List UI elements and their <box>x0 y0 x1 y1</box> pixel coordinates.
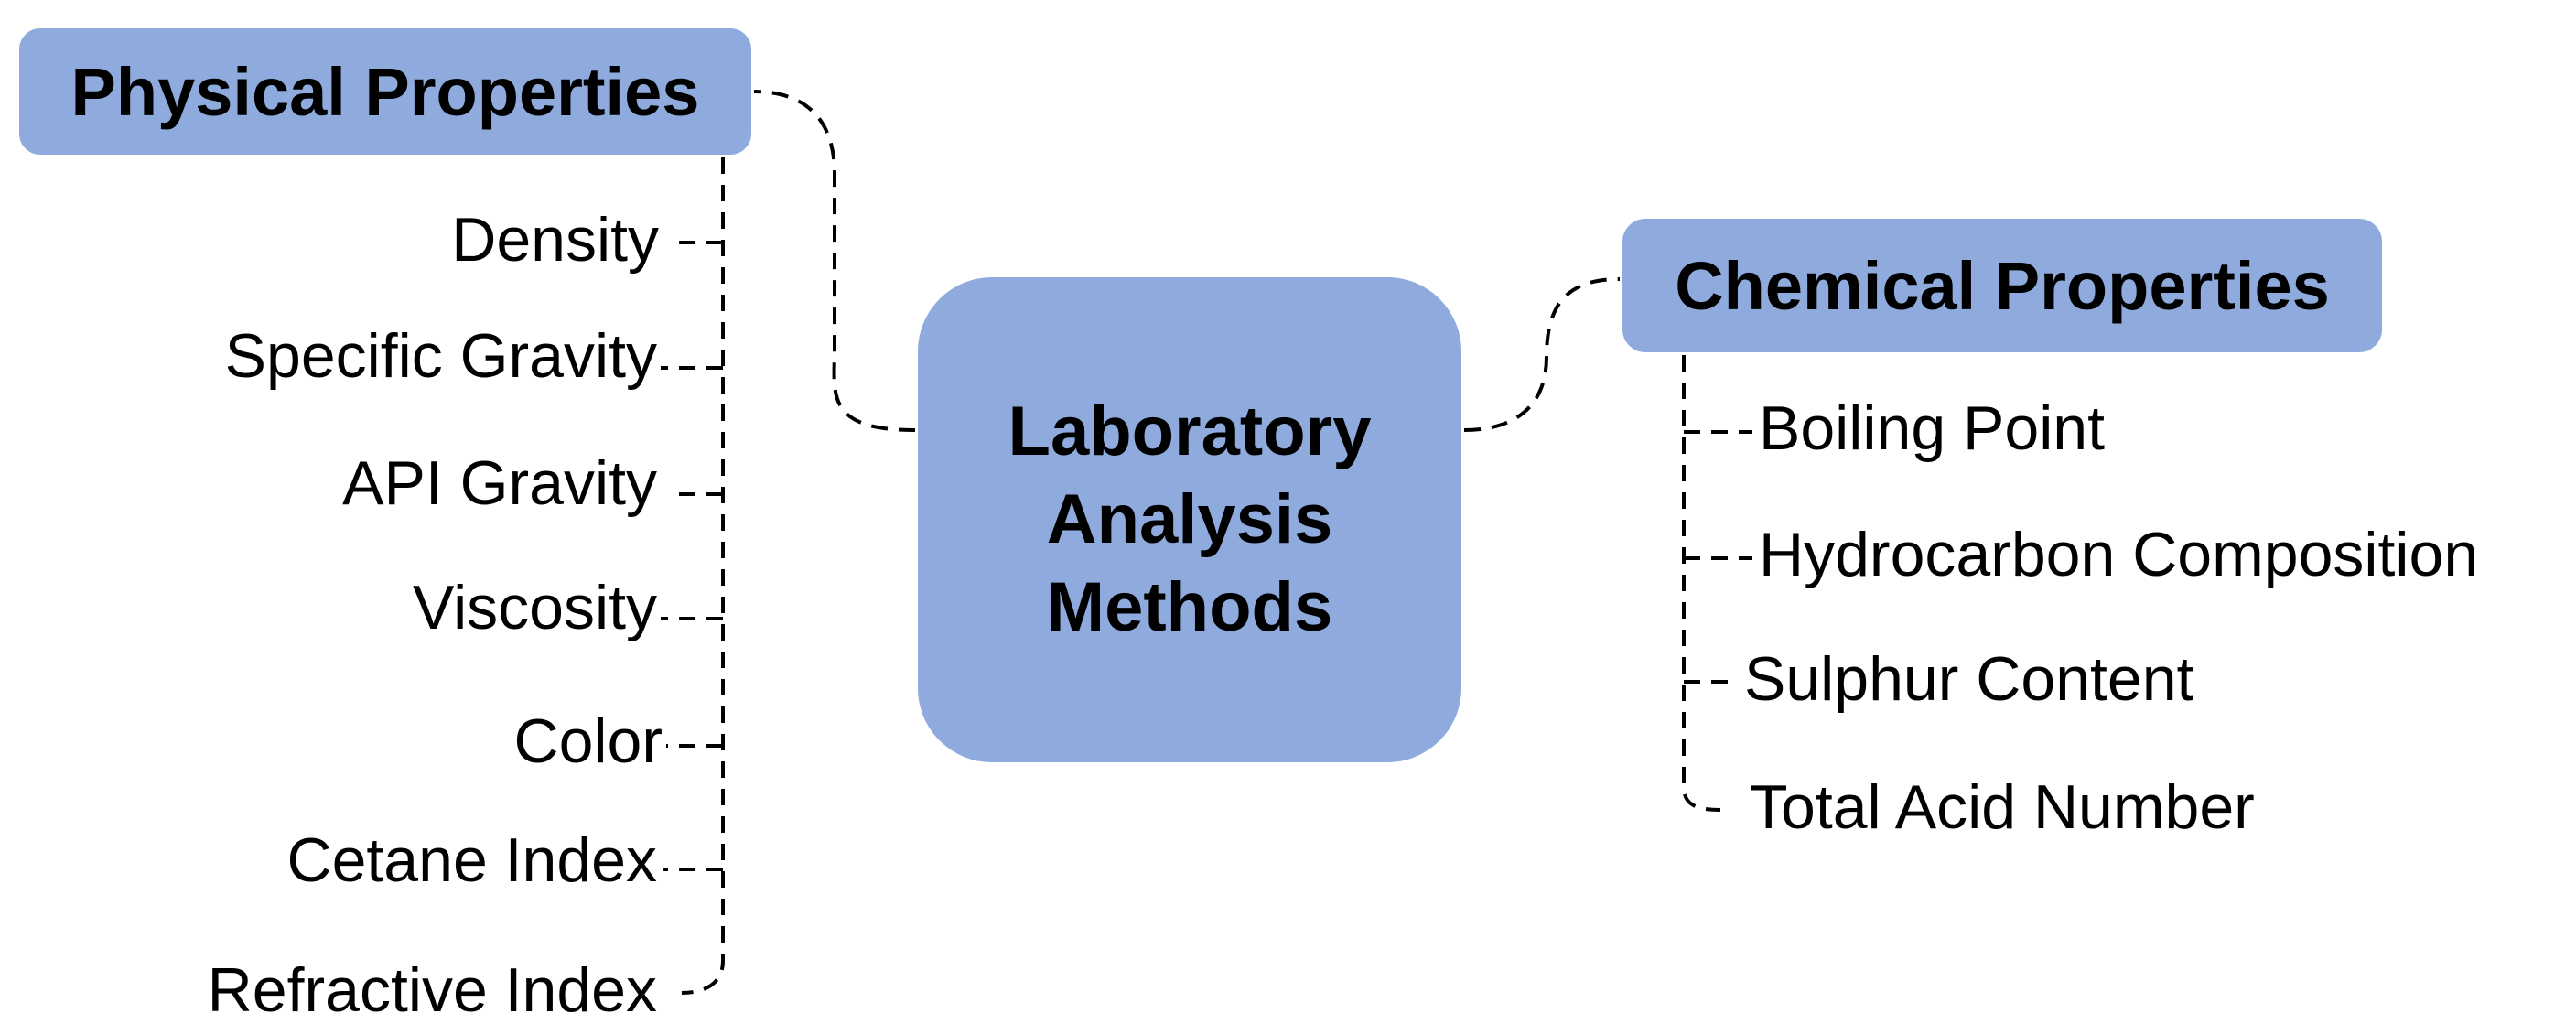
connector-chemical-spine <box>1682 355 1721 812</box>
leaf-cetane-index: Cetane Index <box>286 825 657 895</box>
connector-center-chemical <box>1463 277 1621 432</box>
leaf-specific-gravity: Specific Gravity <box>224 321 657 391</box>
center-line-3: Methods <box>1046 568 1333 646</box>
connector-center-physical <box>753 90 916 432</box>
leaf-sulphur-content: Sulphur Content <box>1744 644 2194 714</box>
leaf-api-gravity: API Gravity <box>342 448 657 518</box>
leaf-color: Color <box>513 706 663 776</box>
chemical-properties-title: Chemical Properties <box>1675 247 2330 324</box>
physical-properties-title: Physical Properties <box>70 53 700 130</box>
leaf-hydrocarbon-composition: Hydrocarbon Composition <box>1759 520 2479 589</box>
laboratory-analysis-methods-node: Laboratory Analysis Methods <box>915 275 1464 765</box>
center-line-1: Laboratory <box>1008 393 1372 470</box>
leaf-density: Density <box>451 205 659 275</box>
center-line-2: Analysis <box>1046 480 1333 558</box>
chemical-properties-node: Chemical Properties <box>1620 216 2385 355</box>
connector-physical-spine <box>681 157 725 995</box>
leaf-viscosity: Viscosity <box>412 573 657 642</box>
leaf-boiling-point: Boiling Point <box>1759 394 2106 463</box>
leaf-total-acid-number: Total Acid Number <box>1750 772 2255 842</box>
leaf-refractive-index: Refractive Index <box>207 955 657 1025</box>
physical-properties-node: Physical Properties <box>16 26 754 157</box>
